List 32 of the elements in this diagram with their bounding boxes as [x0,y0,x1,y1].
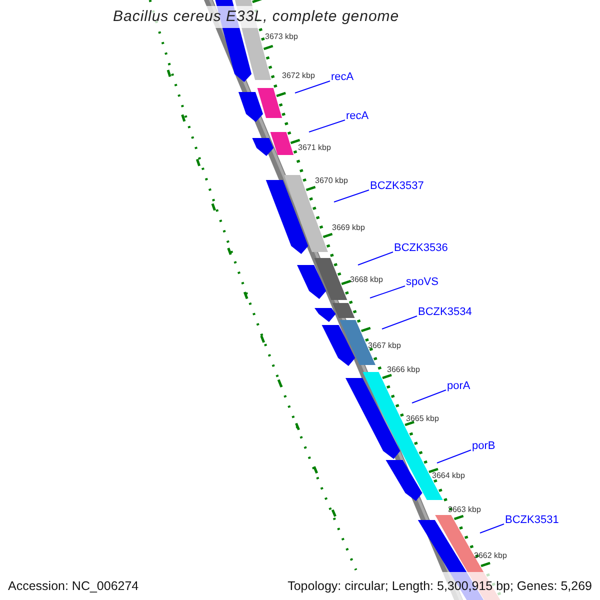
leader-line [308,120,346,132]
leader-line [412,390,446,404]
tick-label: 3664 kbp [432,471,465,481]
gene-label: spoVS [406,276,438,289]
gene-label: BCZK3534 [418,306,472,319]
leader-line [480,524,504,534]
tick-label: 3669 kbp [332,223,365,233]
info-text: Topology: circular; Length: 5,300,915 bp; Genes: 5,269 [288,578,592,595]
gene-label: recA [346,110,369,123]
info-text: Accession: NC_006274 [8,578,139,595]
gene-label: porB [472,440,496,453]
gene-label: recA [331,71,354,84]
tick-label: 3670 kbp [315,176,348,186]
leader-line [370,286,406,298]
tick-label: 3671 kbp [298,143,331,153]
leader-line [358,252,394,266]
tick-label: 3667 kbp [368,341,401,351]
tick-label: 3662 kbp [474,551,507,561]
gene-label: BCZK3531 [505,514,559,527]
gene-label: porA [447,380,470,393]
tick-label: 3665 kbp [406,414,439,424]
gene-label: BCZK3537 [370,180,424,193]
tick-label: 3666 kbp [387,365,420,375]
tick-label: 3673 kbp [265,32,298,42]
tick-label: 3672 kbp [282,71,315,81]
leader-line [436,450,472,464]
leader-line [334,190,370,202]
leader-line [382,316,418,330]
leader-line [294,80,330,94]
gene-label: BCZK3536 [394,242,448,255]
tick-label: 3668 kbp [350,275,383,285]
tick-label: 3663 kbp [448,505,481,515]
